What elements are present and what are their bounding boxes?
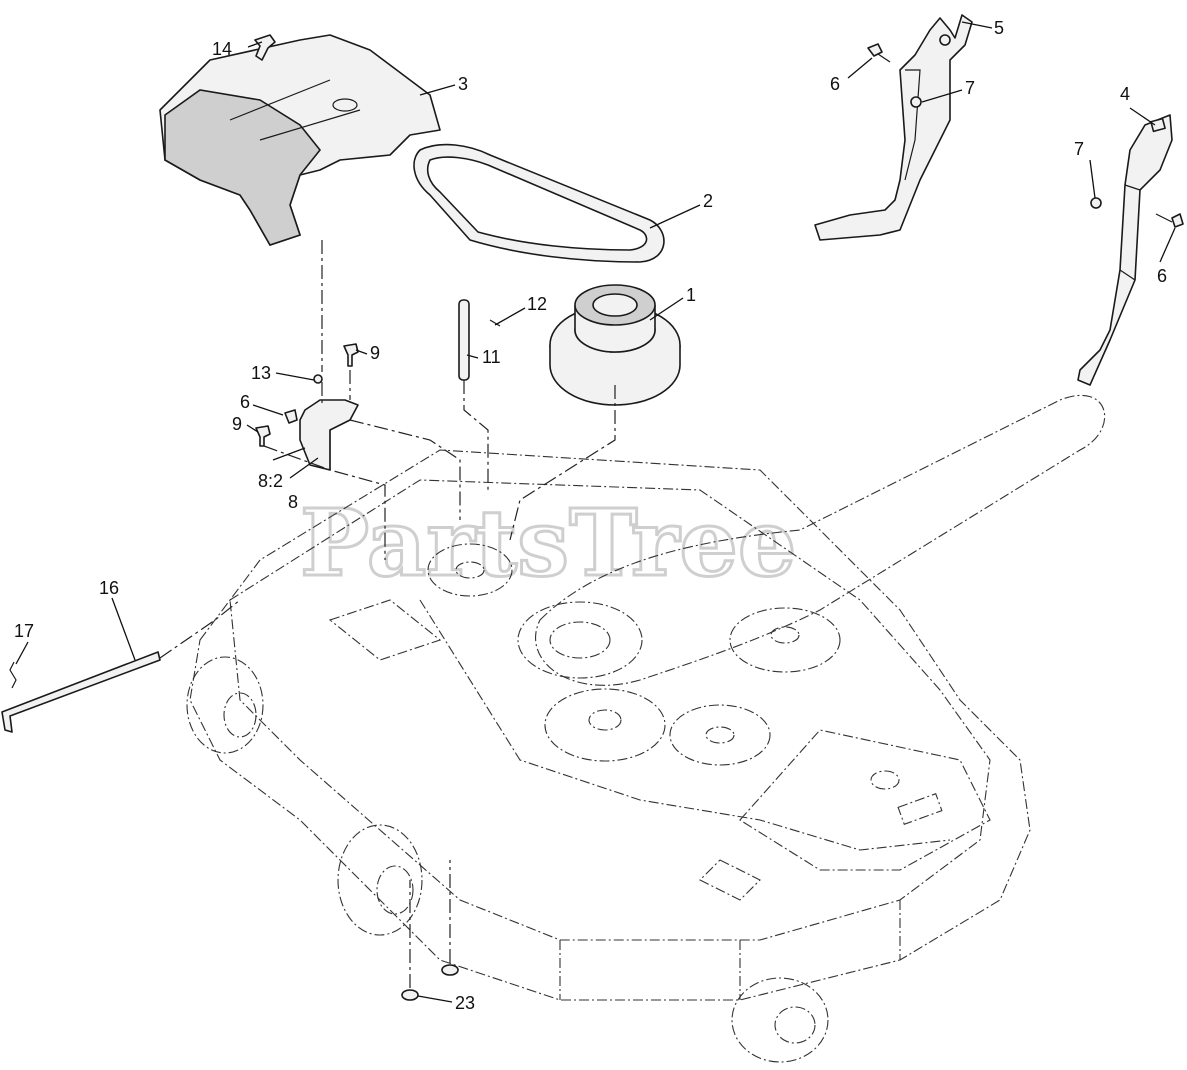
belt-cover xyxy=(159,34,441,246)
callout-6-right: 6 xyxy=(1157,266,1167,286)
callout-12: 12 xyxy=(527,294,547,314)
part-2-belt xyxy=(413,143,665,263)
part-6-bolt-right xyxy=(1155,213,1184,228)
callout-11: 11 xyxy=(482,347,501,367)
callout-6-top: 6 xyxy=(830,74,840,94)
part-9-pin-upper xyxy=(343,343,359,367)
leader-lines xyxy=(15,21,1176,1003)
deck-pulley-left xyxy=(517,601,643,679)
part-13-washer xyxy=(313,374,323,384)
part-6-bolt-left xyxy=(284,409,298,424)
part-11-pin xyxy=(458,299,470,381)
callout-16: 16 xyxy=(99,578,119,598)
callout-13: 13 xyxy=(251,363,271,383)
callout-2: 2 xyxy=(703,191,713,211)
part-9-pin-lower xyxy=(255,425,271,447)
part-7-nut-right xyxy=(1090,197,1102,209)
part-8-bracket xyxy=(299,399,359,471)
callout-9-lower: 9 xyxy=(232,414,242,434)
rear-left-wheel xyxy=(337,824,423,936)
assembly-lines xyxy=(159,240,616,988)
callout-8-2: 8:2 xyxy=(258,471,283,491)
callout-8: 8 xyxy=(288,492,298,512)
callout-9-upper: 9 xyxy=(370,343,380,363)
part-17-clip xyxy=(9,661,17,689)
deck-pulley-idler xyxy=(669,704,771,766)
deck-pulley-right xyxy=(729,607,841,673)
callout-7-right: 7 xyxy=(1074,139,1084,159)
front-left-wheel xyxy=(186,656,264,754)
part-4-bracket xyxy=(1077,114,1173,386)
spindle-housing xyxy=(427,543,513,597)
callout-1: 1 xyxy=(686,285,696,305)
mower-deck xyxy=(186,394,1106,1063)
callout-3: 3 xyxy=(458,74,468,94)
part-6-bolt-top xyxy=(867,43,891,63)
callouts: 1 2 3 4 5 6 7 7 6 6 9 9 13 14 11 12 8:2 … xyxy=(14,18,1167,1013)
callout-14: 14 xyxy=(212,39,232,59)
part-1-pulley xyxy=(549,284,681,406)
deck-pulley-center xyxy=(544,688,666,762)
part-14-clip xyxy=(254,34,276,61)
callout-17: 17 xyxy=(14,621,34,641)
callout-6-left: 6 xyxy=(240,392,250,412)
part-23-nut-right xyxy=(441,964,459,976)
part-23-nut-left xyxy=(401,989,419,1001)
part-5-bracket xyxy=(814,14,973,241)
callout-4: 4 xyxy=(1120,84,1130,104)
part-7-nut-top xyxy=(910,96,922,108)
rear-right-wheel xyxy=(731,977,829,1063)
callout-5: 5 xyxy=(994,18,1004,38)
callout-7-top: 7 xyxy=(965,78,975,98)
part-12-cotter xyxy=(489,319,501,327)
watermark: PartsTree xyxy=(300,489,796,597)
part-16-rod xyxy=(1,651,161,733)
callout-23: 23 xyxy=(455,993,475,1013)
